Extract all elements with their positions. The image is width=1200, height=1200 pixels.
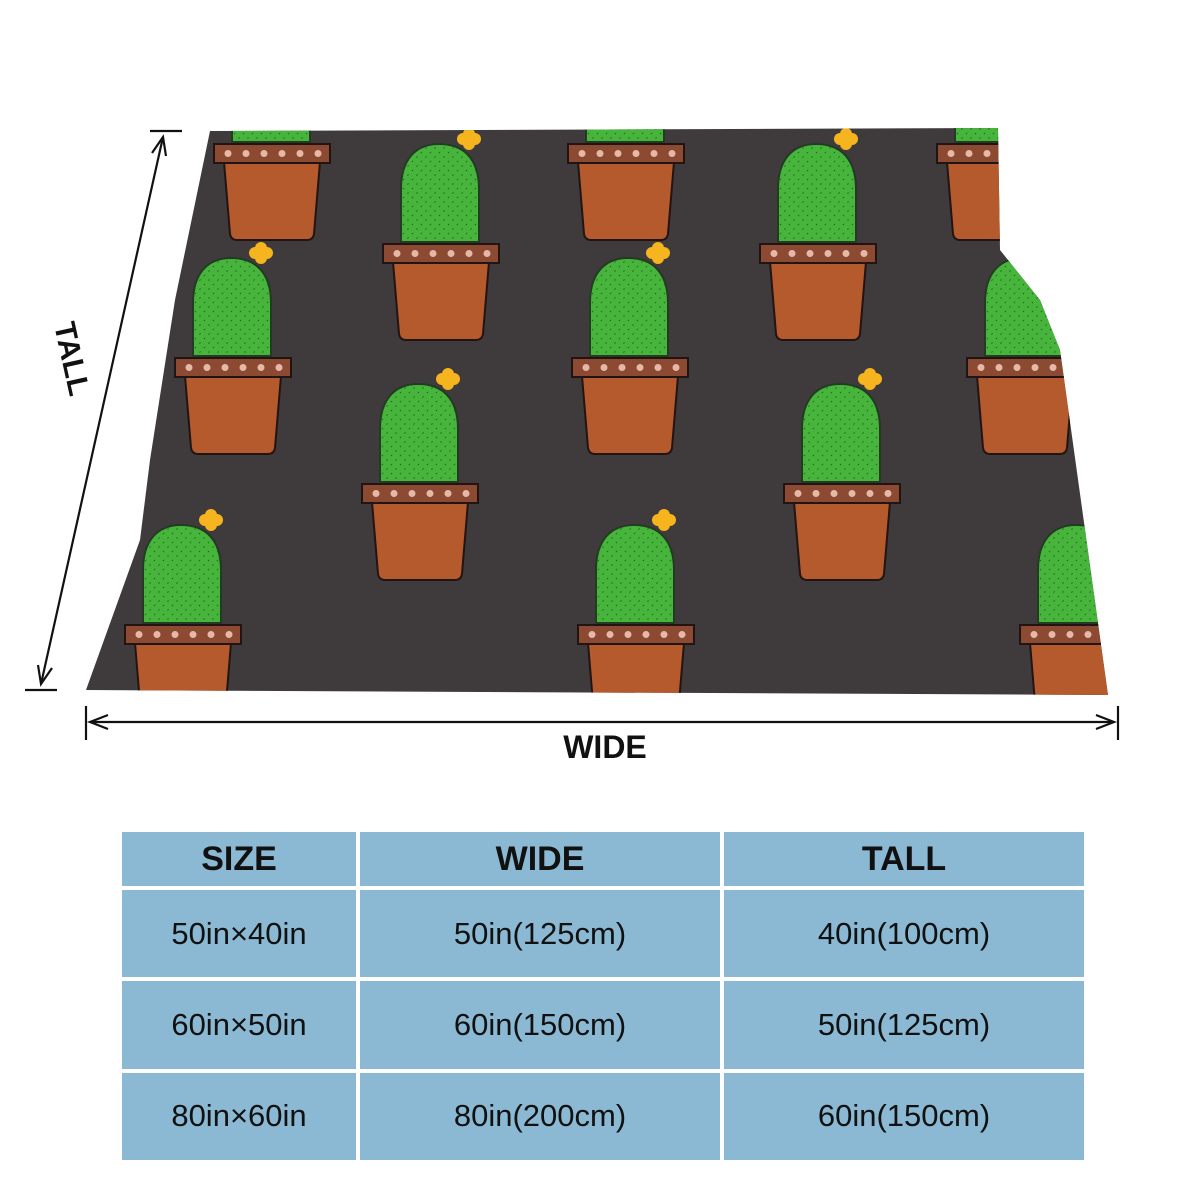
blanket-diagram: TALL WIDE bbox=[25, 128, 1120, 765]
size-cell: 50in×40in bbox=[122, 890, 356, 978]
wide-header: WIDE bbox=[360, 832, 720, 886]
table-row: 60in×50in 60in(150cm) 50in(125cm) bbox=[122, 981, 1084, 1069]
tall-cell: 50in(125cm) bbox=[724, 981, 1084, 1069]
height-arrowhead-top bbox=[151, 134, 168, 157]
size-header: SIZE bbox=[122, 832, 356, 886]
wide-cell: 50in(125cm) bbox=[360, 890, 720, 978]
width-arrowhead-right bbox=[1095, 713, 1118, 731]
table-row: 50in×40in 50in(125cm) 40in(100cm) bbox=[122, 890, 1084, 978]
height-arrow-line bbox=[39, 136, 165, 685]
tall-cell: 60in(150cm) bbox=[724, 1072, 1084, 1160]
width-label: WIDE bbox=[563, 729, 647, 765]
size-cell: 60in×50in bbox=[122, 981, 356, 1069]
size-cell: 80in×60in bbox=[122, 1072, 356, 1160]
height-dimension bbox=[25, 129, 182, 692]
wide-cell: 80in(200cm) bbox=[360, 1072, 720, 1160]
width-dimension bbox=[84, 706, 1120, 740]
blanket bbox=[86, 128, 1108, 695]
wide-cell: 60in(150cm) bbox=[360, 981, 720, 1069]
tall-cell: 40in(100cm) bbox=[724, 890, 1084, 978]
table-row: 80in×60in 80in(200cm) 60in(150cm) bbox=[122, 1072, 1084, 1160]
cactus-pot-icon bbox=[936, 128, 1054, 241]
height-arrowhead-bottom bbox=[36, 664, 53, 687]
width-arrowhead-left bbox=[86, 713, 109, 731]
size-table: SIZE WIDE TALL 50in×40in 50in(125cm) 40i… bbox=[118, 828, 1088, 1164]
height-label: TALL bbox=[47, 319, 95, 399]
tall-header: TALL bbox=[724, 832, 1084, 886]
size-table-header-row: SIZE WIDE TALL bbox=[122, 832, 1084, 886]
